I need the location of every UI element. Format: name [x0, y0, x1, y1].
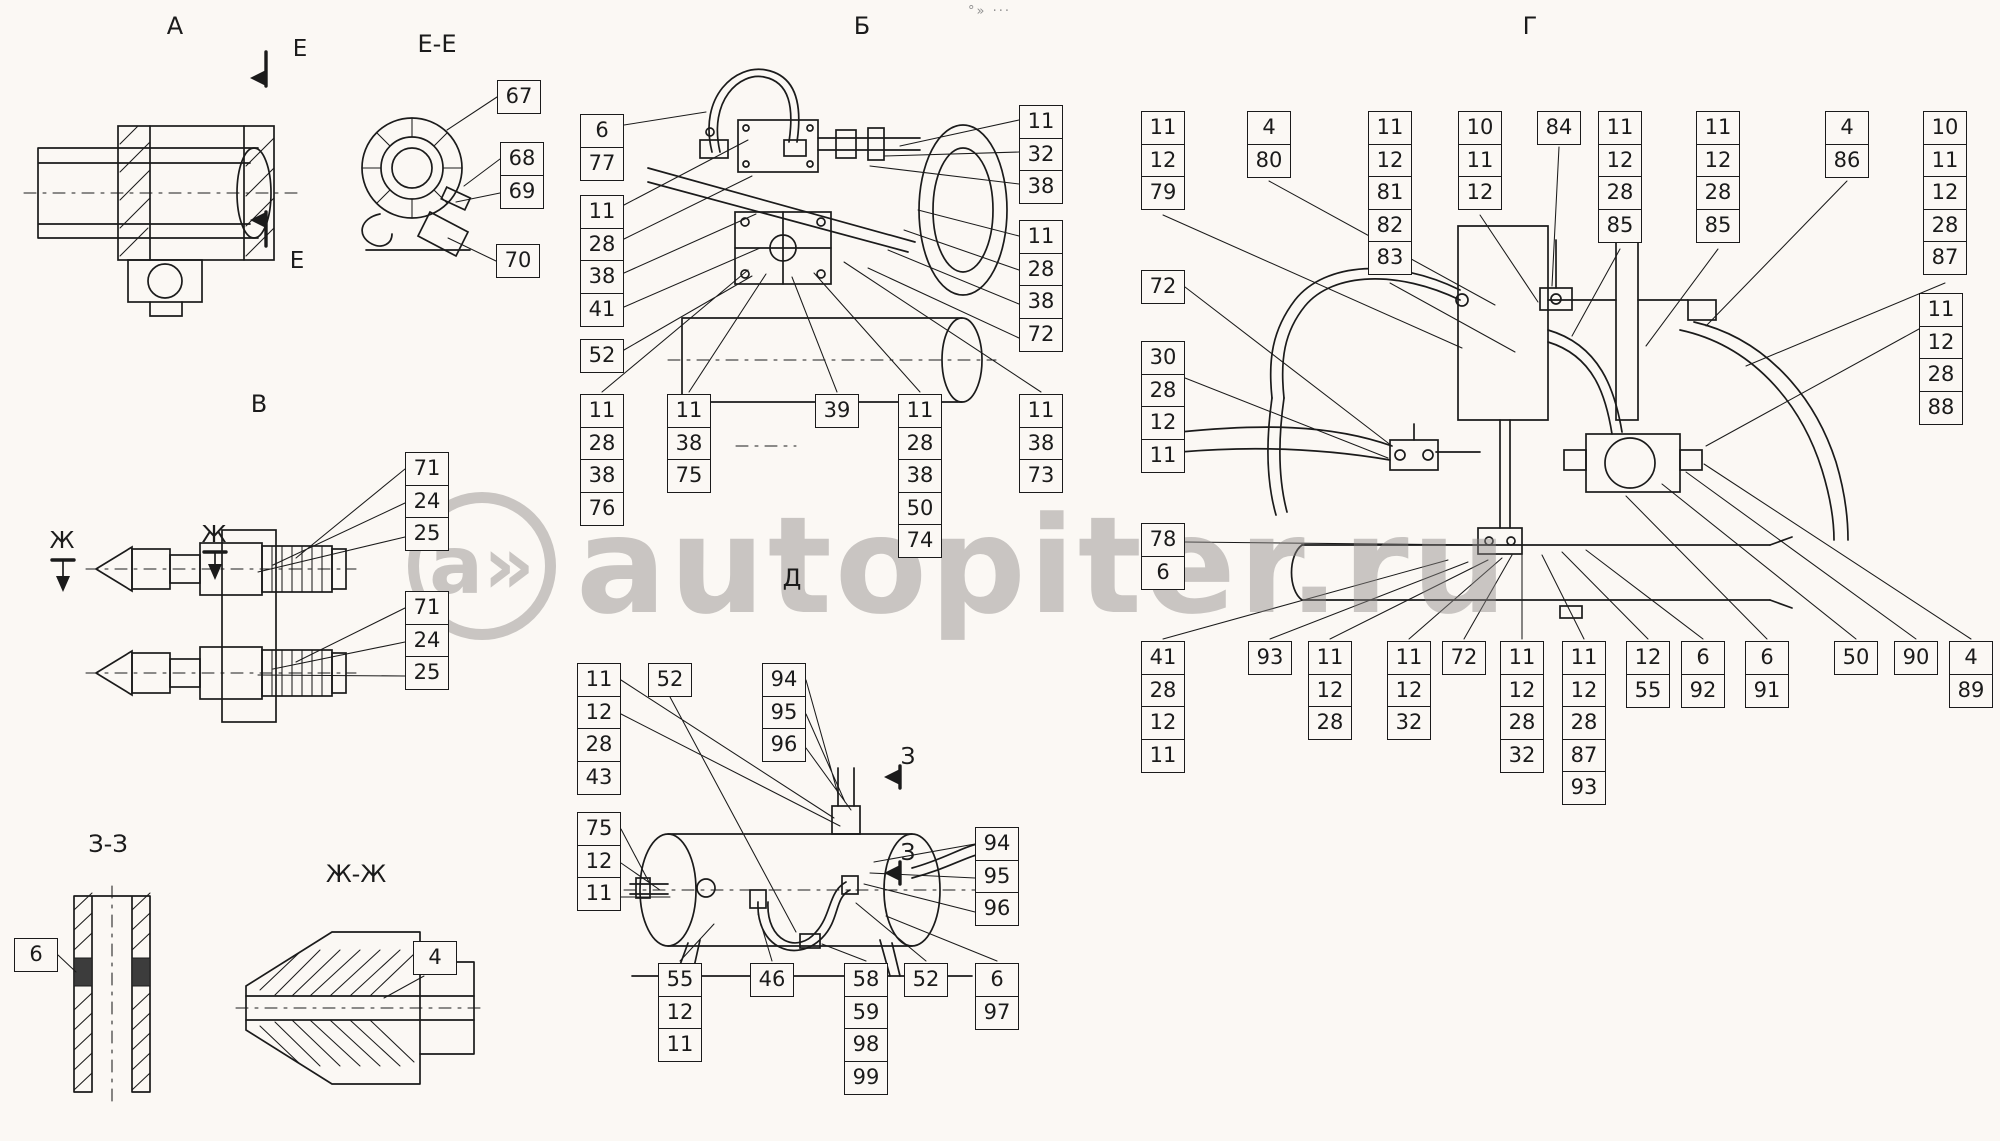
section-j-drawing [235, 931, 485, 1085]
section-d-drawing [623, 764, 1001, 977]
section-b-drawing [647, 68, 1008, 447]
decorative-mark: °» ··· [968, 4, 1011, 19]
leader-lines [57, 96, 1972, 999]
section-z-drawing [73, 885, 151, 1103]
watermark-text: autopiter.ru [576, 488, 1511, 644]
watermark-logo: a» [408, 492, 556, 640]
section-a-drawing [23, 50, 301, 317]
section-v-drawing [50, 529, 357, 723]
section-ee-drawing [361, 117, 472, 258]
watermark: a» autopiter.ru [408, 492, 1510, 640]
